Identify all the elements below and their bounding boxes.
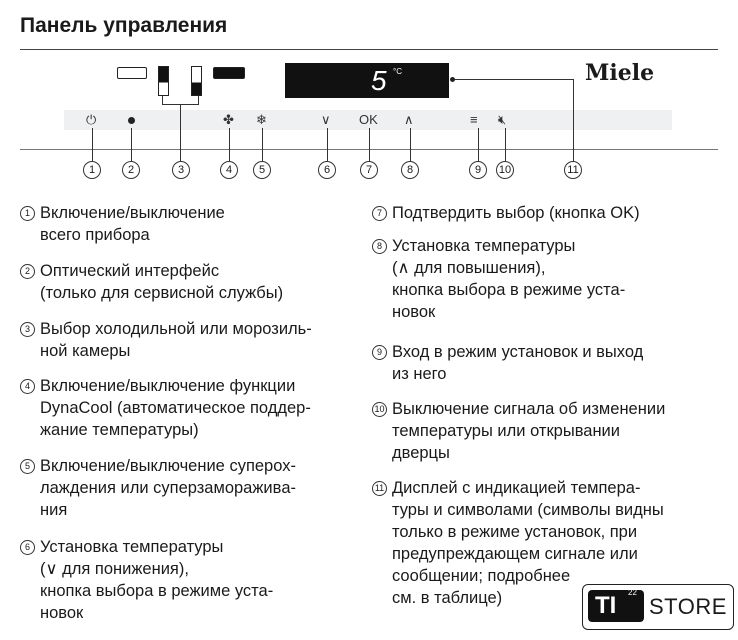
temp-up-button[interactable]: ∧ (404, 112, 414, 127)
legend-item: 5 Включение/выключение суперох- лаждения … (20, 455, 360, 521)
item-text: Выбор холодильной или морозиль- ной каме… (40, 320, 312, 360)
item-number: 6 (20, 540, 35, 555)
callout-number: 7 (360, 161, 378, 179)
item-number: 8 (372, 239, 387, 254)
optical-interface-icon (128, 117, 135, 124)
callout-number: 6 (318, 161, 336, 179)
legend-item: 8 Установка температуры (∧ для повышения)… (372, 235, 712, 323)
item-text: Включение/выключение всего прибора (40, 204, 225, 244)
temperature-display: 5 °C (285, 63, 449, 98)
callout-number: 5 (253, 161, 271, 179)
callout-number: 9 (469, 161, 487, 179)
leader-line (505, 128, 506, 161)
legend-item: 2 Оптический интерфейс (только для сервис… (20, 260, 360, 304)
leader-line (131, 128, 132, 161)
item-number: 10 (372, 402, 387, 417)
fridge-indicator-icon (117, 67, 147, 79)
item-number: 5 (20, 459, 35, 474)
temp-down-button[interactable]: ∨ (321, 112, 331, 127)
fridge-select-icon (158, 66, 169, 96)
page-title: Панель управления (20, 14, 228, 37)
callout-number: 3 (172, 161, 190, 179)
callout-number: 2 (122, 161, 140, 179)
miele-logo: Miele (585, 60, 655, 86)
legend-item: 1 Включение/выключение всего прибора (20, 202, 360, 246)
legend-item: 7 Подтвердить выбор (кнопка OK) (372, 202, 712, 224)
item-text: Дисплей с индикацией темпера- туры и сим… (392, 479, 664, 607)
freezer-select-icon (191, 66, 202, 96)
callout-number: 4 (220, 161, 238, 179)
item-number: 2 (20, 264, 35, 279)
item-number: 3 (20, 322, 35, 337)
snowflake-icon[interactable]: ❄ (256, 112, 267, 127)
item-text: Выключение сигнала об изменении температ… (392, 400, 666, 462)
control-strip (64, 110, 672, 130)
legend-item: 11 Дисплей с индикацией темпера- туры и с… (372, 477, 712, 609)
legend-item: 10 Выключение сигнала об изменении темпер… (372, 398, 712, 464)
item-number: 1 (20, 206, 35, 221)
leader-line (262, 128, 263, 161)
legend-item: 6 Установка температуры (∨ для понижения)… (20, 536, 360, 624)
ok-button[interactable]: OK (359, 112, 378, 127)
callout-number: 11 (564, 161, 582, 179)
leader-line (410, 128, 411, 161)
legend-item: 3 Выбор холодильной или морозиль- ной кам… (20, 318, 360, 362)
item-number: 4 (20, 379, 35, 394)
mute-icon[interactable]: 🔇︎ (498, 112, 507, 127)
callout-number: 10 (496, 161, 514, 179)
divider (20, 49, 718, 50)
watermark-store: STORE (649, 594, 727, 619)
callout-number: 8 (401, 161, 419, 179)
item-number: 11 (372, 481, 387, 496)
leader-line (478, 128, 479, 161)
temperature-value: 5 (371, 65, 387, 96)
leader-11 (452, 79, 574, 162)
item-text: Оптический интерфейс (только для сервисн… (40, 262, 284, 302)
item-text: Подтвердить выбор (кнопка OK) (392, 204, 640, 222)
item-text: Установка температуры (∧ для повышения),… (392, 237, 626, 321)
legend-item: 9 Вход в режим установок и выход из него (372, 341, 712, 385)
ti-store-watermark: TI 22 STORE (582, 584, 734, 630)
item-number: 7 (372, 206, 387, 221)
temperature-unit: °C (393, 67, 402, 76)
leader-line (180, 104, 181, 161)
item-number: 9 (372, 345, 387, 360)
item-text: Включение/выключение функции DynaCool (а… (40, 377, 311, 439)
item-text: Включение/выключение суперох- лаждения и… (40, 457, 297, 519)
fan-icon[interactable]: ✤ (223, 112, 234, 127)
callout-number: 1 (83, 161, 101, 179)
leader-line (369, 128, 370, 161)
leader-line (327, 128, 328, 161)
item-text: Вход в режим установок и выход из него (392, 343, 644, 383)
power-icon[interactable]: ⏻ (86, 112, 97, 127)
freezer-indicator-icon (213, 67, 245, 79)
watermark-ti: TI (588, 590, 644, 622)
legend-item: 4 Включение/выключение функции DynaCool (… (20, 375, 360, 441)
leader-line (229, 128, 230, 161)
leader-dot (450, 77, 455, 82)
watermark-sup: 22 (628, 588, 637, 597)
item-text: Установка температуры (∨ для понижения),… (40, 538, 274, 622)
leader-line (92, 128, 93, 161)
menu-icon[interactable]: ≡ (470, 112, 478, 127)
